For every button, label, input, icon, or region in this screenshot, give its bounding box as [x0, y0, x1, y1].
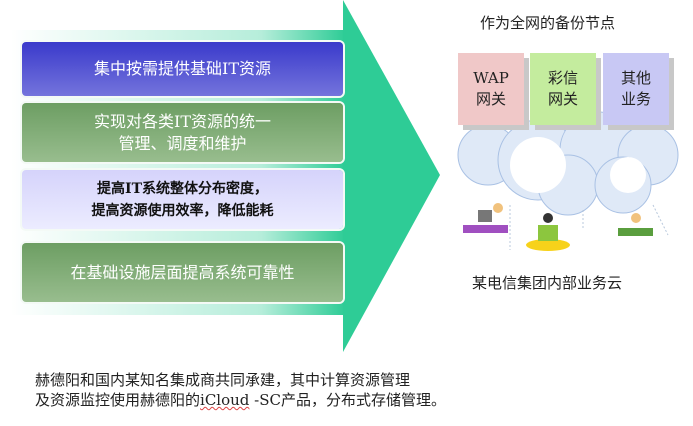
gateway-label: 网关: [547, 90, 578, 108]
user-chair-icon: [526, 213, 570, 251]
benefit-box-1: 集中按需提供基础IT资源: [22, 42, 343, 96]
cloud-caption: 某电信集团内部业务云: [472, 274, 623, 292]
box-text: 提高资源使用效率，降低能耗: [91, 202, 274, 219]
gateway-wap: WAP 网关: [458, 53, 524, 125]
box-text: 实现对各类IT资源的统一: [94, 111, 271, 131]
product-name: iCloud: [200, 391, 250, 409]
footnote-line-2: 及资源监控使用赫德阳的iCloud -SC产品，分布式存储管理。: [35, 390, 446, 410]
backup-node-title: 作为全网的备份节点: [480, 14, 616, 32]
box-text: 提高IT系统整体分布密度，: [97, 180, 268, 197]
gateway-label: WAP: [473, 69, 509, 87]
box-text: 管理、调度和维护: [118, 133, 247, 153]
benefit-box-4: 在基础设施层面提高系统可靠性: [22, 243, 343, 302]
user-desk-icon: [463, 203, 508, 233]
gateway-other: 其他业务: [603, 53, 669, 125]
benefit-box-2: 实现对各类IT资源的统一管理、调度和维护: [22, 103, 343, 162]
gateway-label: 业务: [620, 90, 651, 108]
footnote-line-1: 赫德阳和国内某知名集成商共同承建，其中计算资源管理: [35, 371, 411, 389]
cloud-illustration: [457, 111, 679, 251]
gateway-label: 网关: [475, 90, 506, 108]
gateway-label: 彩信: [547, 69, 578, 87]
box-text: 在基础设施层面提高系统可靠性: [70, 262, 295, 282]
footnote: 赫德阳和国内某知名集成商共同承建，其中计算资源管理 及资源监控使用赫德阳的iCl…: [35, 370, 446, 410]
gateway-mms: 彩信网关: [530, 53, 596, 125]
benefit-box-3: 提高IT系统整体分布密度， 提高资源使用效率，降低能耗: [22, 170, 343, 229]
text: -SC产品，分布式存储管理。: [249, 391, 446, 409]
user-bench-icon: [618, 213, 653, 236]
box-text: 集中按需提供基础IT资源: [94, 59, 271, 78]
gateway-label: 其他: [620, 69, 651, 87]
text: 及资源监控使用赫德阳的: [35, 391, 201, 409]
